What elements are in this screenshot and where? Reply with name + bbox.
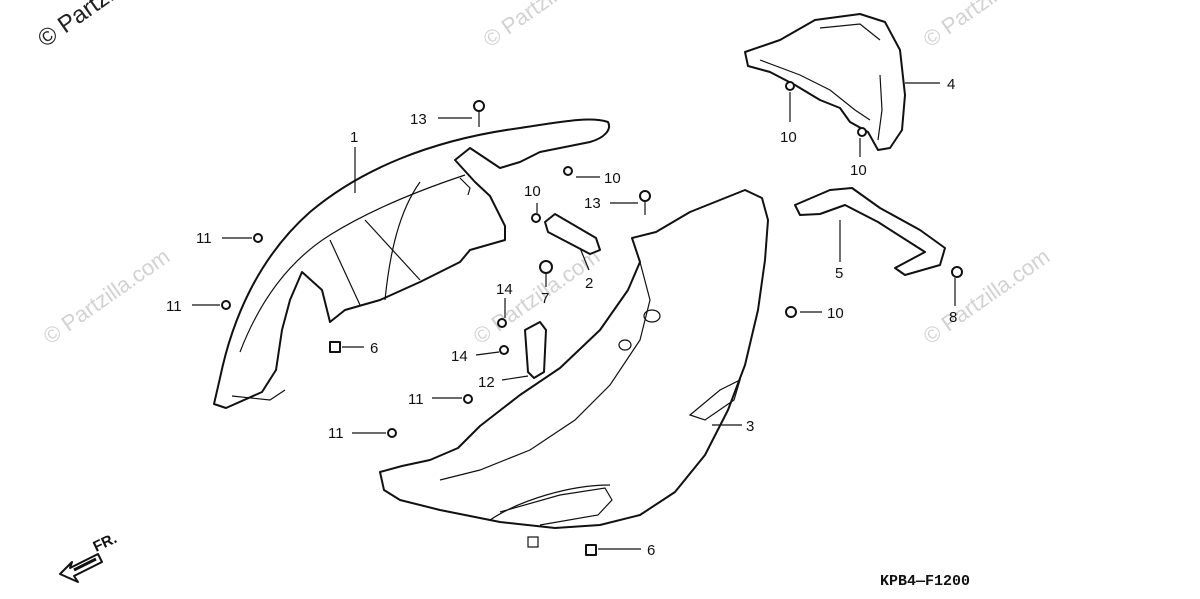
callout-8: 8 (949, 309, 957, 326)
callout-10: 10 (604, 170, 621, 187)
callout-10: 10 (850, 162, 867, 179)
callout-3: 3 (746, 418, 754, 435)
callout-1: 1 (350, 129, 358, 146)
watermark-top-left: © Partzilla (33, 0, 139, 53)
callouts: 1 2 3 4 5 6 6 7 8 10 10 10 10 10 11 11 1… (166, 76, 957, 559)
part-5-bracket (794, 187, 946, 276)
part-3-side-cover (379, 189, 769, 548)
callout-5: 5 (835, 265, 843, 282)
callout-14: 14 (496, 281, 513, 298)
part-1-rear-cowl (213, 118, 610, 409)
callout-13: 13 (584, 195, 601, 212)
callout-13: 13 (410, 111, 427, 128)
callout-10: 10 (780, 129, 797, 146)
diagram-code: KPB4—F1200 (880, 573, 970, 590)
callout-7: 7 (541, 290, 549, 307)
callout-14: 14 (451, 348, 468, 365)
fasteners (221, 81, 963, 556)
callout-11: 11 (328, 425, 344, 442)
callout-10: 10 (524, 183, 541, 200)
part-12-bracket (524, 321, 547, 379)
watermark: © Partzilla.com (479, 0, 615, 52)
callout-11: 11 (408, 391, 424, 408)
watermark: © Partzilla.com (39, 244, 175, 350)
front-label: FR. (91, 530, 120, 556)
callout-2: 2 (585, 275, 593, 292)
part-2-plate (544, 213, 601, 255)
callout-6: 6 (647, 542, 655, 559)
watermark: © Partzilla.com (919, 0, 1055, 52)
leader-lines (192, 82, 956, 550)
part-4-garnish (744, 13, 906, 151)
callout-12: 12 (478, 374, 495, 391)
front-arrow-icon: FR. (59, 530, 120, 583)
callout-6: 6 (370, 340, 378, 357)
callout-11: 11 (196, 230, 212, 247)
callout-11: 11 (166, 298, 182, 315)
callout-10: 10 (827, 305, 844, 322)
callout-4: 4 (947, 76, 955, 93)
